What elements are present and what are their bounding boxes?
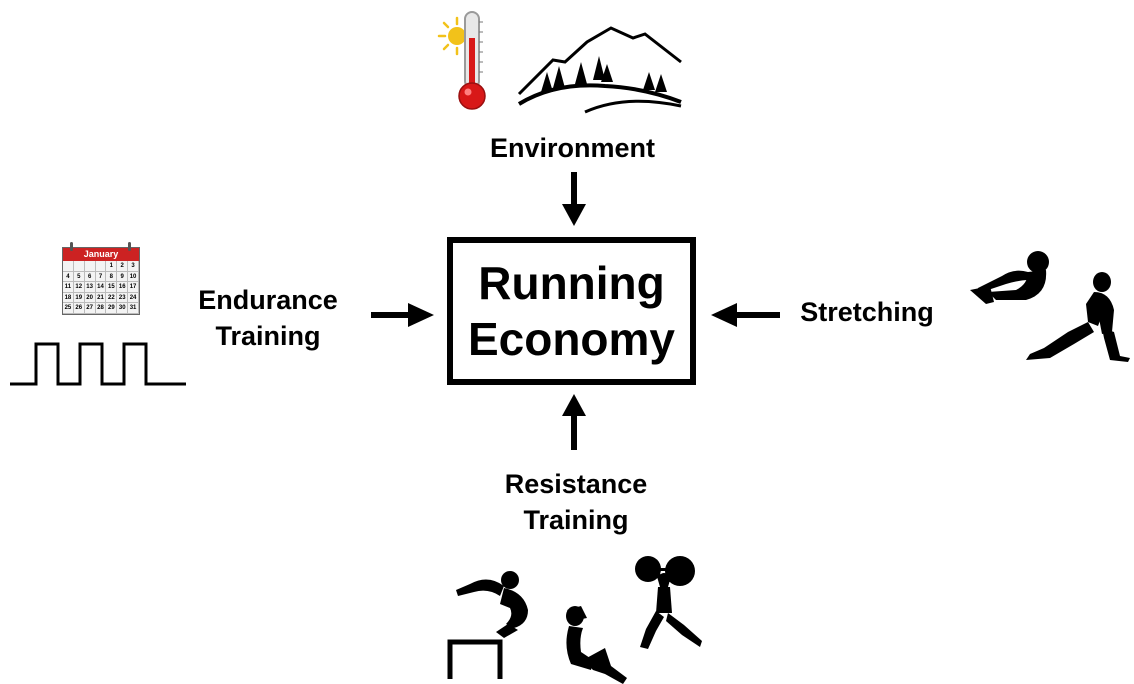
calendar-day: 4 — [63, 271, 74, 283]
thermometer-icon — [458, 11, 486, 110]
arrow-from-stretching — [711, 303, 780, 327]
calendar-day: 7 — [95, 271, 107, 283]
calendar-day: 16 — [117, 282, 129, 293]
calendar-day: 20 — [84, 292, 96, 304]
calendar-day: 10 — [128, 271, 139, 283]
square-wave-icon — [10, 342, 186, 386]
endurance-training-label: Endurance Training — [180, 282, 356, 354]
calendar-day: 27 — [84, 303, 96, 314]
calendar-day: 9 — [117, 271, 129, 283]
arrow-from-environment — [562, 172, 586, 226]
calendar-day: 26 — [73, 303, 85, 314]
environment-label: Environment — [489, 133, 656, 163]
calendar-day: 18 — [63, 292, 74, 304]
calendar-day: 19 — [73, 292, 85, 304]
calendar-day: 11 — [63, 282, 74, 293]
lunge-stretch-icon — [1026, 272, 1130, 362]
calendar-day: 23 — [117, 292, 129, 304]
resistance-line1: Resistance — [504, 469, 648, 499]
endurance-line1: Endurance — [198, 285, 338, 315]
calendar-day — [73, 261, 85, 272]
running-economy-box: Running Economy — [447, 237, 696, 385]
calendar-day: 13 — [84, 282, 96, 293]
calendar-day: 25 — [63, 303, 74, 314]
calendar-day: 15 — [106, 282, 118, 293]
calendar-day: 30 — [117, 303, 129, 314]
resistance-training-label: Resistance Training — [478, 466, 674, 538]
calendar-day: 14 — [95, 282, 107, 293]
arrow-from-resistance — [562, 394, 586, 450]
calendar-day: 12 — [73, 282, 85, 293]
calendar-day — [95, 261, 107, 272]
seated-stretch-icon — [970, 251, 1049, 304]
calendar-day: 28 — [95, 303, 107, 314]
calendar-day: 2 — [117, 261, 129, 272]
calendar-day: 22 — [106, 292, 118, 304]
center-title-line1: Running — [478, 257, 665, 309]
calendar-month: January — [63, 248, 139, 261]
arrow-from-endurance — [371, 303, 434, 327]
calendar-day: 5 — [73, 271, 85, 283]
calendar-day: 1 — [106, 261, 118, 272]
center-title-line2: Economy — [467, 313, 676, 365]
calendar-day: 24 — [128, 292, 139, 304]
calendar-day: 21 — [95, 292, 107, 304]
weightlifter-icon — [635, 556, 702, 649]
calendar-day: 17 — [128, 282, 139, 293]
stretching-label: Stretching — [800, 297, 934, 327]
resistance-line2: Training — [523, 505, 629, 535]
box-jump-icon — [447, 571, 528, 679]
situp-icon — [566, 606, 627, 684]
mountain-landscape-icon — [517, 26, 682, 114]
calendar-day — [84, 261, 96, 272]
calendar-day: 8 — [106, 271, 118, 283]
calendar-day: 3 — [128, 261, 139, 272]
calendar-day: 29 — [106, 303, 118, 314]
calendar-day: 6 — [84, 271, 96, 283]
calendar-day — [63, 261, 74, 272]
calendar-day: 31 — [128, 303, 139, 314]
calendar-rings — [70, 242, 131, 251]
endurance-line2: Training — [215, 321, 321, 351]
